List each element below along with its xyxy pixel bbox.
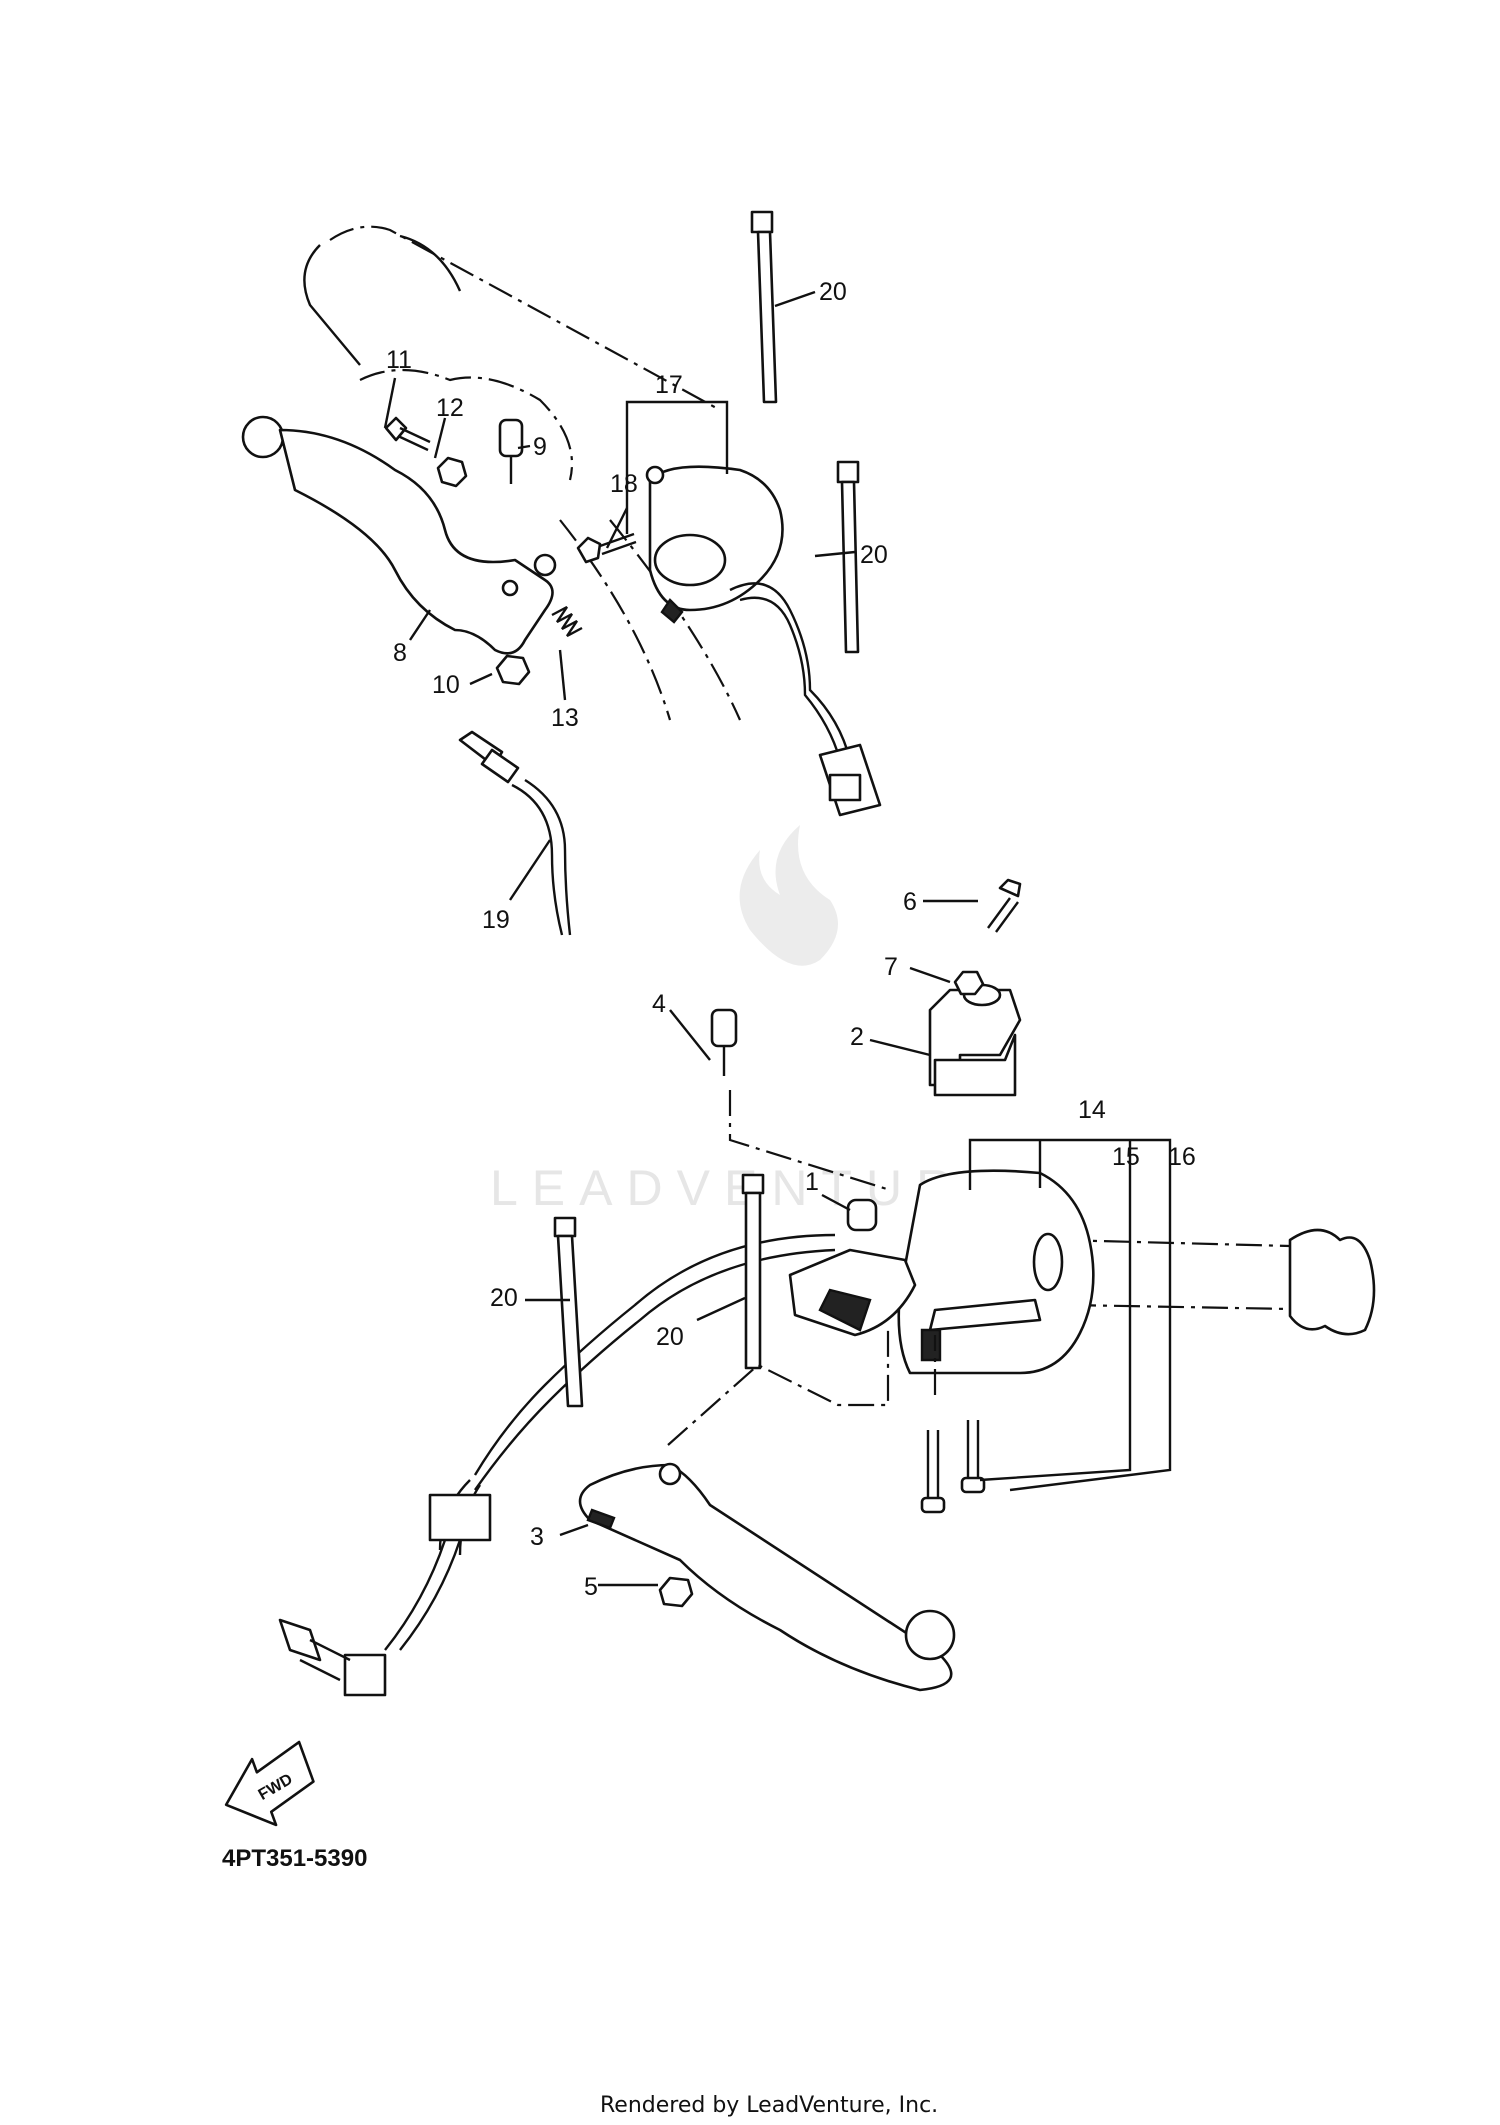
part-2-bracket [928, 983, 1022, 1097]
callout-20-a: 20 [819, 278, 847, 306]
part-10-nut [495, 654, 531, 686]
callout-2: 2 [850, 1023, 864, 1051]
callout-11: 11 [386, 346, 412, 374]
callout-13: 13 [551, 704, 579, 732]
callout-19: 19 [482, 906, 510, 934]
callout-20-d: 20 [656, 1323, 684, 1351]
footer-credit: Rendered by LeadVenture, Inc. [600, 2093, 938, 2118]
part-20-cable-tie-lower-1 [553, 1216, 584, 1408]
part-17-left-switch-housing [645, 465, 882, 817]
part-1-front-brake-switch [788, 1198, 917, 1337]
part-7-nut [953, 970, 985, 996]
part-6-bolt [987, 878, 1022, 933]
callout-3: 3 [530, 1523, 544, 1551]
part-20-cable-tie-upper-2 [836, 460, 860, 654]
callout-18: 18 [610, 470, 638, 498]
callout-16: 16 [1168, 1143, 1196, 1171]
callout-1: 1 [805, 1168, 819, 1196]
part-14-switch-housing [897, 1169, 1095, 1375]
callout-14: 14 [1078, 1096, 1106, 1124]
callout-10: 10 [432, 671, 460, 699]
callout-12: 12 [436, 394, 464, 422]
leader-lines [383, 290, 1172, 1587]
callout-7: 7 [884, 953, 898, 981]
right-handlebar-assembly [278, 878, 1376, 1697]
part-4-pivot-bolt [710, 1008, 891, 1192]
part-18-screw [576, 532, 637, 564]
part-20-cable-tie-upper-1 [750, 210, 778, 404]
part-12-nut [436, 456, 468, 488]
part-15-screw [960, 1420, 986, 1494]
part-19-clutch-switch [458, 730, 572, 936]
callout-9: 9 [533, 433, 547, 461]
callout-5: 5 [584, 1573, 598, 1601]
callout-labels: 1 2 3 4 5 6 7 8 9 10 11 12 13 14 15 16 1… [386, 278, 1196, 1601]
callout-20-c: 20 [490, 1284, 518, 1312]
part-8-clutch-lever [241, 415, 557, 655]
part-11-bolt [384, 416, 431, 452]
part-3-brake-lever [578, 1462, 956, 1692]
callout-20-b: 20 [860, 541, 888, 569]
callout-8: 8 [393, 639, 407, 667]
callout-15: 15 [1112, 1143, 1140, 1171]
callout-6: 6 [903, 888, 917, 916]
wiring-harness [278, 1233, 836, 1697]
diagram-part-code: 4PT351-5390 [222, 1845, 367, 1872]
callout-4: 4 [652, 990, 666, 1018]
part-16-screw [920, 1430, 946, 1514]
part-20-cable-tie-lower-2 [741, 1173, 765, 1370]
part-9-pivot-pin [498, 418, 524, 484]
callout-17: 17 [655, 371, 683, 399]
fwd-arrow-icon: FWD [224, 1740, 315, 1827]
part-13-spring [551, 605, 583, 638]
part-5-nut [658, 1576, 694, 1608]
left-handlebar-assembly [241, 210, 882, 936]
